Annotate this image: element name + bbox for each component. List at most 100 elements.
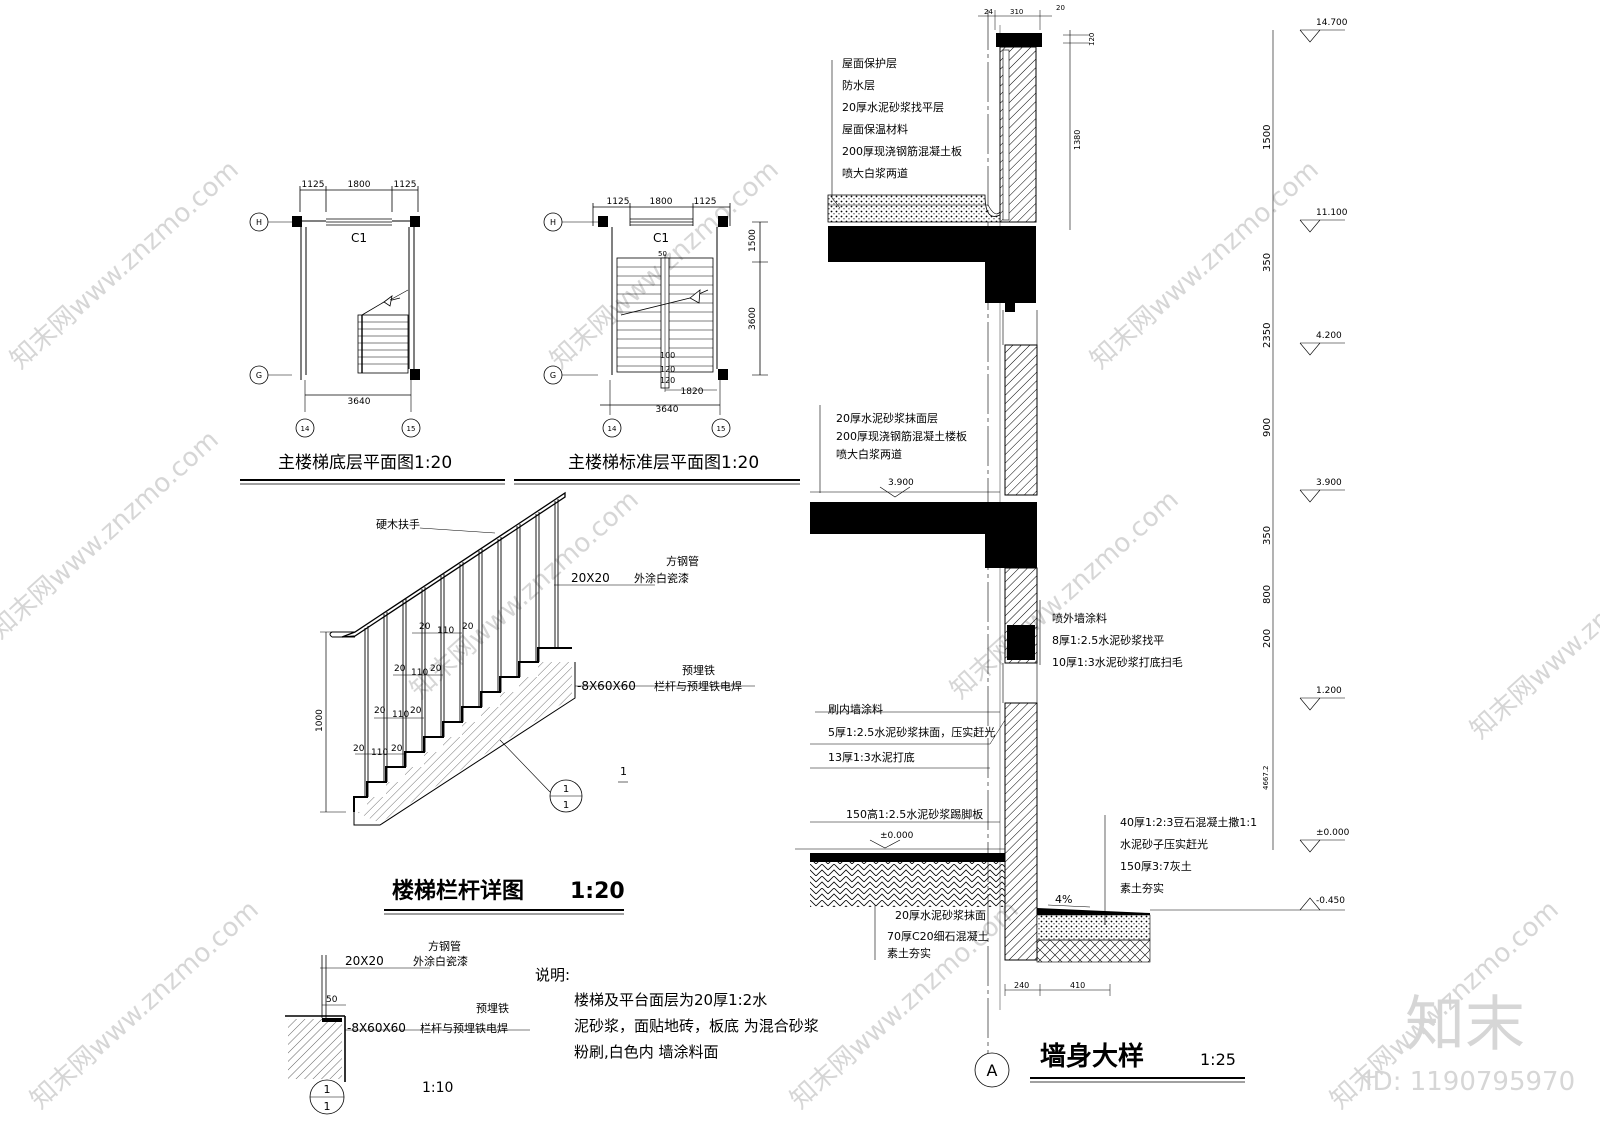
floor-layer-label: 200厚现浇钢筋混凝土楼板 bbox=[836, 429, 967, 443]
int-layer-label: 13厚1:3水泥打底 bbox=[828, 750, 915, 764]
dim-text: 3640 bbox=[348, 397, 371, 407]
section-num: 1 bbox=[563, 784, 569, 795]
elev-dim: 350 bbox=[1262, 253, 1273, 272]
ground-layer-label: 70厚C20细石混凝土 bbox=[887, 929, 989, 943]
railing-scale: 1:20 bbox=[570, 879, 625, 904]
dim-text: 3640 bbox=[656, 405, 679, 415]
svg-text:20: 20 bbox=[353, 744, 365, 754]
railing-title: 楼梯栏杆详图 bbox=[392, 878, 524, 904]
detail-num: 1 bbox=[324, 1083, 331, 1096]
axis-label: G bbox=[550, 371, 556, 380]
apron-layer-label: 150厚3:7灰土 bbox=[1120, 859, 1192, 873]
dim-text: 1800 bbox=[650, 197, 673, 207]
level-label: 3.900 bbox=[1316, 478, 1342, 488]
detail-scale: 1:10 bbox=[422, 1080, 453, 1096]
tube-name-label: 方钢管 bbox=[666, 554, 699, 568]
dim-text: 1380 bbox=[1073, 130, 1082, 150]
dim-text: 1820 bbox=[681, 387, 704, 397]
notes-line: 泥砂浆，面贴地砖，板底 为混合砂浆 bbox=[574, 1017, 819, 1035]
section-den: 1 bbox=[563, 800, 569, 811]
dim-text: 1500 bbox=[748, 229, 758, 252]
slope-label: 4% bbox=[1055, 893, 1072, 906]
level-floor: 3.900 bbox=[888, 478, 914, 488]
level-ground: ±0.000 bbox=[880, 831, 914, 841]
wall-section: 24 310 20 120 1380 屋面保护层 防水层 20厚水泥砂浆找平层 … bbox=[795, 4, 1257, 1088]
tube-size-label: 20X20 bbox=[571, 571, 610, 585]
plan-standard-title: 主楼梯标准层平面图1:20 bbox=[568, 453, 759, 473]
height-dim: 1000 bbox=[315, 709, 325, 732]
railing-detail: 硬木扶手 方钢管 20X20 外涂白瓷漆 预埋铁 -8X60X60 栏杆与预埋铁… bbox=[315, 491, 755, 915]
level-label: 11.100 bbox=[1316, 208, 1348, 218]
ground-layer-label: 20厚水泥砂浆抹面 bbox=[895, 908, 986, 922]
elev-dim: 1500 bbox=[1262, 125, 1273, 150]
level-label: ±0.000 bbox=[1316, 828, 1350, 838]
tube-size-label: 20X20 bbox=[345, 954, 384, 968]
elev-dim: 200 bbox=[1262, 629, 1273, 648]
embed-size-label: -8X60X60 bbox=[577, 679, 636, 693]
svg-text:20: 20 bbox=[391, 744, 403, 754]
dim-text: 50 bbox=[658, 250, 667, 258]
embed-weld-label: 栏杆与预埋铁电焊 bbox=[654, 679, 742, 693]
level-label: 4.200 bbox=[1316, 331, 1342, 341]
apron-layer-label: 40厚1:2:3豆石混凝土撒1:1 bbox=[1120, 815, 1257, 829]
axis-label: 15 bbox=[407, 425, 416, 433]
window-label: C1 bbox=[351, 231, 367, 245]
axis-label: 15 bbox=[717, 425, 726, 433]
dim-text: 120 bbox=[1088, 33, 1096, 46]
elev-dim: 800 bbox=[1262, 585, 1273, 604]
roof-layer-label: 屋面保护层 bbox=[842, 56, 897, 70]
wall-title: 墙身大样 bbox=[1040, 1041, 1144, 1072]
dim-text: 1125 bbox=[394, 180, 417, 190]
dim-text: 240 bbox=[1014, 981, 1029, 990]
watermark-id: ID: 1190795970 bbox=[1365, 1067, 1575, 1097]
skirting-label: 150高1:2.5水泥砂浆踢脚板 bbox=[846, 807, 983, 821]
dim-text: 3600 bbox=[748, 307, 758, 330]
ext-layer-label: 喷外墙涂料 bbox=[1052, 611, 1107, 625]
dim-text: 20 bbox=[1056, 4, 1065, 12]
axis-label: 14 bbox=[301, 425, 310, 433]
svg-text:110: 110 bbox=[371, 748, 388, 758]
roof-layer-label: 200厚现浇钢筋混凝土板 bbox=[842, 144, 962, 158]
level-label: 14.700 bbox=[1316, 18, 1348, 28]
axis-label: 14 bbox=[608, 425, 617, 433]
level-label: 1.200 bbox=[1316, 686, 1342, 696]
ext-layer-label: 10厚1:3水泥砂浆打底扫毛 bbox=[1052, 655, 1183, 669]
axis-label: A bbox=[987, 1061, 998, 1080]
level-label: -0.450 bbox=[1316, 896, 1345, 906]
watermarks: 知末网www.znzmo.com 知末网www.znzmo.com 知末网www… bbox=[0, 155, 1600, 1115]
dim-text: 1125 bbox=[302, 180, 325, 190]
watermark-text: 知末网www.znzmo.com bbox=[0, 425, 225, 645]
wall-scale: 1:25 bbox=[1200, 1050, 1236, 1069]
tube-name-label: 方钢管 bbox=[428, 939, 461, 953]
roof-layer-label: 20厚水泥砂浆找平层 bbox=[842, 100, 944, 114]
int-layer-label: 5厚1:2.5水泥砂浆抹面，压实赶光 bbox=[828, 725, 995, 739]
notes-line: 粉刷,白色内 墙涂料面 bbox=[574, 1043, 719, 1061]
svg-text:110: 110 bbox=[411, 668, 428, 678]
notes-line: 楼梯及平台面层为20厚1:2水 bbox=[574, 991, 767, 1009]
dim-text: 120 bbox=[660, 376, 675, 385]
svg-text:20: 20 bbox=[430, 664, 442, 674]
brand-logo: 知末 bbox=[1405, 990, 1525, 1060]
svg-text:20: 20 bbox=[410, 706, 422, 716]
svg-text:20: 20 bbox=[374, 706, 386, 716]
roof-layer-label: 屋面保温材料 bbox=[842, 122, 908, 136]
window-label: C1 bbox=[653, 231, 669, 245]
watermark-text: 知末网www.znzmo.com bbox=[5, 155, 245, 375]
elev-dim: 350 bbox=[1262, 526, 1273, 545]
section-mark: 1 bbox=[620, 765, 627, 778]
dim-text: 120 bbox=[660, 365, 675, 374]
elev-dim: 900 bbox=[1262, 418, 1273, 437]
roof-layer-label: 喷大白浆两道 bbox=[842, 166, 908, 180]
dim-text: 1125 bbox=[607, 197, 630, 207]
floor-layer-label: 喷大白浆两道 bbox=[836, 447, 902, 461]
tube-paint-label: 外涂白瓷漆 bbox=[413, 954, 468, 968]
handrail-label: 硬木扶手 bbox=[376, 517, 420, 531]
apron-layer-label: 素土夯实 bbox=[1120, 881, 1164, 895]
stair-treads bbox=[358, 321, 408, 365]
int-layer-label: 刷内墙涂料 bbox=[828, 702, 883, 716]
elev-dim: 4667.2 bbox=[1262, 766, 1270, 791]
dim-text: 50 bbox=[326, 995, 338, 1005]
dim-text: 410 bbox=[1070, 981, 1085, 990]
dim-text: 1800 bbox=[348, 180, 371, 190]
